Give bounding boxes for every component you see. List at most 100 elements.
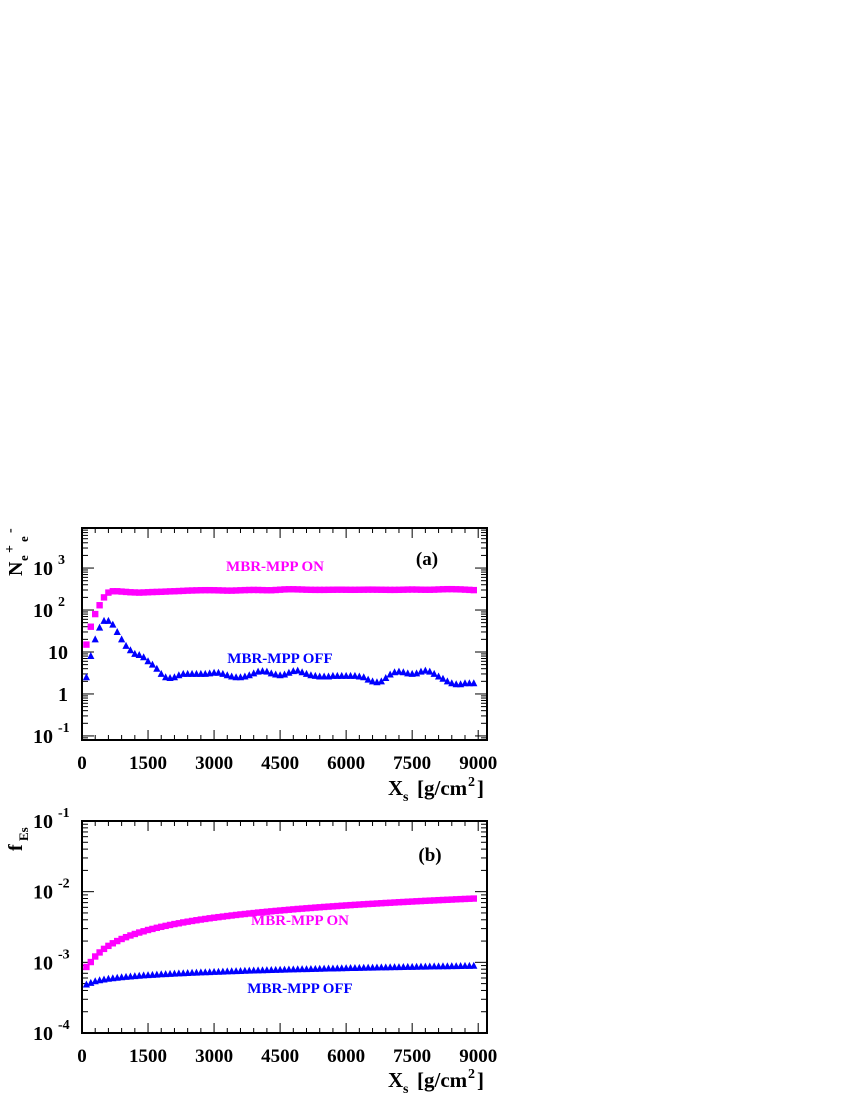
data-point [228, 672, 236, 680]
data-point [435, 896, 442, 904]
data-point [457, 586, 464, 593]
data-point [430, 897, 438, 904]
y-tick-label: 10 [33, 600, 53, 622]
data-point [417, 586, 425, 593]
data-point [470, 961, 478, 969]
x-tick-label: 6000 [327, 753, 365, 774]
data-point [219, 669, 227, 677]
data-point [131, 649, 139, 657]
data-point [360, 901, 367, 908]
series-mbr-mpp-on [83, 895, 477, 971]
x-tick-label: 4500 [261, 1046, 299, 1067]
data-point [136, 589, 143, 596]
data-point [382, 899, 389, 907]
data-point [175, 920, 183, 927]
data-point [122, 641, 130, 649]
data-point [408, 898, 416, 905]
data-point [92, 953, 99, 960]
data-point [272, 586, 279, 594]
data-point [434, 672, 443, 680]
data-point [175, 587, 183, 595]
data-point [290, 586, 297, 593]
data-point [100, 945, 108, 953]
data-point [395, 586, 403, 594]
data-point [197, 587, 205, 594]
data-point [267, 669, 275, 677]
data-point [364, 675, 372, 683]
data-point [356, 586, 363, 593]
series-mbr-mpp-off [82, 616, 478, 688]
data-point [136, 929, 143, 936]
data-point [87, 958, 95, 966]
y-tick-label: 10 [33, 811, 53, 833]
x-axis-label-b-base: X [388, 1068, 403, 1092]
data-point [127, 589, 134, 596]
data-point [246, 910, 253, 917]
data-point [140, 589, 147, 596]
data-point [197, 916, 205, 923]
x-axis-label-a-sup: 2 [468, 775, 475, 790]
y-axis-label-a-sub: e [16, 555, 31, 561]
data-point [162, 922, 169, 930]
data-point [92, 610, 99, 618]
x-tick-label: 6000 [327, 1046, 365, 1067]
data-point [184, 587, 191, 594]
data-point [87, 652, 95, 660]
data-point [158, 588, 165, 595]
x-tick-label: 9000 [459, 753, 497, 774]
annotation-on-a: MBR-MPP ON [226, 559, 324, 575]
data-point [188, 587, 196, 594]
data-point [316, 904, 323, 911]
data-point [452, 896, 460, 903]
data-point [276, 586, 284, 593]
data-point [307, 904, 315, 912]
y-axis-label-a-sup1: + [3, 545, 18, 553]
data-point [368, 677, 377, 685]
data-point [91, 635, 99, 643]
data-point [395, 667, 403, 675]
data-point [280, 670, 289, 678]
series-mbr-mpp-off [82, 961, 478, 988]
x-tick-label: 3000 [195, 1046, 233, 1067]
data-point [105, 942, 112, 950]
data-point [258, 667, 267, 675]
data-point [364, 900, 372, 908]
data-point [448, 679, 456, 687]
data-point [162, 673, 170, 681]
x-axis-label-a-base: X [388, 776, 403, 800]
data-marks-a [82, 585, 478, 688]
data-point [109, 588, 117, 595]
data-point [378, 586, 385, 593]
x-tick-label: 7500 [393, 753, 431, 774]
y-tick-exponent: -1 [58, 721, 70, 736]
data-point [202, 586, 209, 594]
data-point [298, 905, 306, 912]
y-tick-label: 1 [58, 684, 68, 706]
data-point [109, 940, 117, 947]
data-point [413, 898, 420, 905]
data-point [342, 902, 350, 909]
data-point [96, 623, 104, 631]
data-point [237, 911, 244, 918]
data-point [311, 671, 319, 679]
data-point [302, 669, 311, 677]
data-point [272, 907, 279, 915]
data-point [360, 673, 368, 681]
annotation-off-a: MBR-MPP OFF [227, 651, 332, 667]
data-point [263, 908, 271, 915]
data-point [250, 909, 257, 917]
data-point [237, 587, 244, 594]
data-point [193, 917, 200, 924]
data-point [399, 668, 407, 676]
data-point [259, 908, 266, 916]
data-point [184, 918, 191, 925]
data-point [180, 587, 187, 595]
data-point [347, 901, 354, 909]
data-point [158, 923, 165, 931]
data-point [443, 677, 451, 685]
data-point [126, 646, 135, 654]
data-point [224, 912, 231, 920]
data-point [355, 672, 363, 680]
data-point [360, 586, 367, 593]
x-tick-label: 1500 [129, 1046, 167, 1067]
